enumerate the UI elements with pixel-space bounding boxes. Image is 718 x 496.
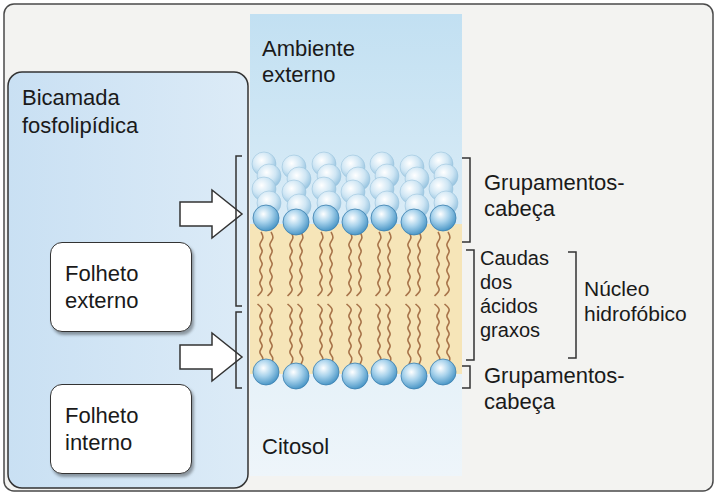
tail-stroke bbox=[268, 304, 273, 364]
head-group bbox=[253, 205, 279, 231]
tail-stroke bbox=[347, 232, 352, 296]
head-groups bbox=[252, 152, 458, 389]
head-group bbox=[283, 209, 309, 235]
head-group bbox=[342, 363, 368, 389]
part-label: Grupamentos-cabeça bbox=[484, 170, 634, 223]
tail-stroke bbox=[445, 304, 450, 364]
tail-stroke bbox=[288, 304, 293, 364]
head-group bbox=[430, 359, 456, 385]
frame bbox=[4, 4, 713, 491]
region-label: Citosol bbox=[262, 434, 412, 460]
callout-text: Folheto interno bbox=[65, 402, 177, 457]
panel: Bicamada fosfolipídicaFolheto externoFol… bbox=[8, 72, 248, 488]
fatty-acid-tails bbox=[258, 232, 450, 364]
tail-stroke bbox=[268, 232, 273, 296]
head-group bbox=[313, 359, 339, 385]
callout-box: Folheto interno bbox=[50, 384, 192, 474]
region-label: Ambiente externo bbox=[262, 36, 412, 89]
part-label: Grupamentos-cabeça bbox=[484, 363, 634, 416]
tail-stroke bbox=[386, 232, 391, 296]
part-label: Núcleo hidrofóbico bbox=[584, 276, 712, 326]
tail-stroke bbox=[318, 232, 323, 296]
bracket bbox=[462, 158, 470, 242]
bracket bbox=[236, 156, 242, 306]
tail-stroke bbox=[406, 304, 411, 364]
head-group bbox=[342, 209, 368, 235]
tail-stroke bbox=[406, 232, 411, 296]
head-group bbox=[430, 205, 456, 231]
tail-stroke bbox=[347, 304, 352, 364]
tail-stroke bbox=[376, 232, 381, 296]
part-label: Caudas dos ácidos graxos bbox=[480, 246, 562, 342]
head-group bbox=[253, 359, 279, 385]
tail-stroke bbox=[357, 232, 362, 296]
tail-stroke bbox=[376, 304, 381, 364]
tail-stroke bbox=[357, 304, 362, 364]
tail-stroke bbox=[386, 304, 391, 364]
head-group bbox=[371, 205, 397, 231]
tail-stroke bbox=[288, 232, 293, 296]
tail-stroke bbox=[258, 304, 263, 364]
bracket bbox=[462, 366, 470, 388]
tail-stroke bbox=[318, 304, 323, 364]
tail-stroke bbox=[328, 232, 333, 296]
bracket bbox=[568, 252, 576, 358]
tail-stroke bbox=[298, 232, 303, 296]
membrane-column bbox=[250, 14, 462, 476]
tail-stroke bbox=[435, 232, 440, 296]
hydrophobic-band bbox=[250, 224, 462, 374]
tail-stroke bbox=[258, 232, 263, 296]
bracket bbox=[466, 250, 474, 360]
panel-title: Bicamada fosfolipídica bbox=[22, 84, 234, 139]
tail-stroke bbox=[328, 304, 333, 364]
callout-text: Folheto externo bbox=[65, 260, 177, 315]
tail-stroke bbox=[445, 232, 450, 296]
callout-arrow bbox=[180, 333, 242, 381]
panel-shape bbox=[8, 72, 248, 488]
tail-stroke bbox=[298, 304, 303, 364]
callout-arrow bbox=[180, 190, 242, 238]
head-group bbox=[371, 359, 397, 385]
callout-box: Folheto externo bbox=[50, 242, 192, 332]
head-group bbox=[283, 363, 309, 389]
head-group bbox=[401, 209, 427, 235]
head-group bbox=[313, 205, 339, 231]
bracket bbox=[236, 312, 242, 388]
tail-stroke bbox=[416, 232, 421, 296]
head-group bbox=[401, 363, 427, 389]
tail-stroke bbox=[416, 304, 421, 364]
tail-stroke bbox=[435, 304, 440, 364]
